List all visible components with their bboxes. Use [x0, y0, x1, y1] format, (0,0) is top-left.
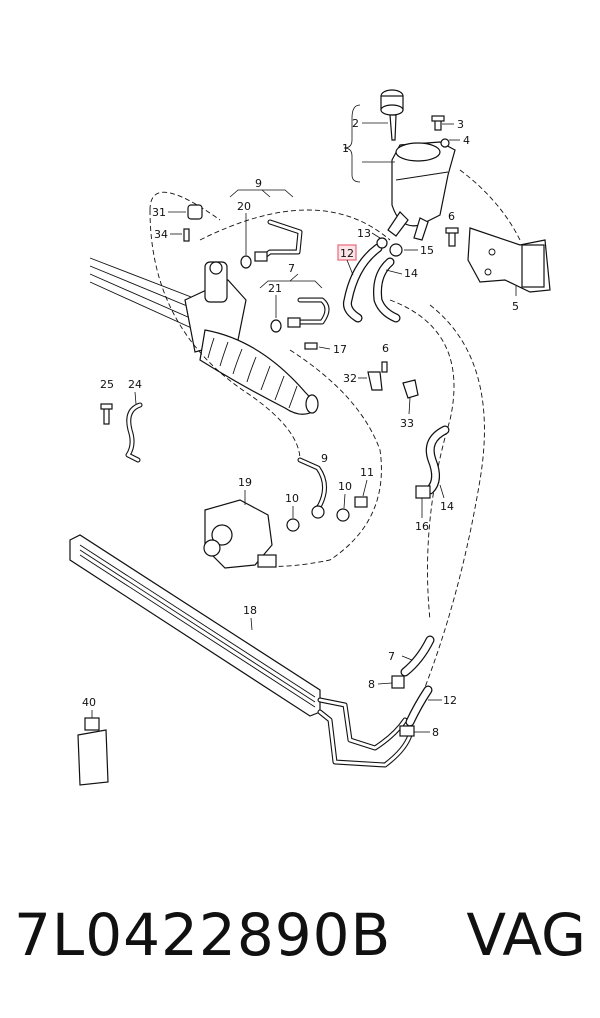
callout-8a: 8 — [368, 678, 375, 691]
callout-18: 18 — [243, 604, 257, 617]
callout-11: 11 — [360, 466, 374, 479]
callout-33: 33 — [400, 417, 414, 430]
callout-20: 20 — [237, 200, 251, 213]
pressure-pipe-9-upper — [240, 219, 303, 269]
callout-9b: 9 — [321, 452, 328, 465]
hose-12-upper — [343, 243, 383, 323]
callout-17: 17 — [333, 343, 347, 356]
hose-12-lower — [399, 685, 433, 737]
callout-8b: 8 — [432, 726, 439, 739]
pressure-pipe-9-lower — [297, 457, 327, 519]
callout-10b: 10 — [338, 480, 352, 493]
callout-5: 5 — [512, 300, 519, 313]
callout-4: 4 — [463, 134, 470, 147]
callout-34: 34 — [154, 228, 168, 241]
fluid-bottle — [77, 717, 109, 786]
cooler-pipes — [317, 697, 413, 768]
callout-32: 32 — [343, 372, 357, 385]
callout-labels: 1 2 3 4 6 5 12 13 15 14 9 20 31 34 7 — [82, 104, 519, 739]
callout-7b: 7 — [388, 650, 395, 663]
fluid-cooler — [69, 534, 321, 717]
callout-40: 40 — [82, 696, 96, 709]
callout-25: 25 — [100, 378, 114, 391]
power-steering-pump — [203, 499, 277, 569]
callout-9a: 9 — [255, 177, 262, 190]
steering-rack — [89, 257, 319, 415]
callout-14b: 14 — [440, 500, 454, 513]
hose-14-upper — [373, 257, 401, 323]
brand-label: VAG — [466, 901, 586, 969]
callout-3: 3 — [457, 118, 464, 131]
callout-2: 2 — [352, 117, 359, 130]
callout-12a: 12 — [340, 247, 354, 260]
callout-16: 16 — [415, 520, 429, 533]
callout-14a: 14 — [404, 267, 418, 280]
callout-21: 21 — [268, 282, 282, 295]
parts-diagram: 1 2 3 4 6 5 12 13 15 14 9 20 31 34 7 — [69, 89, 551, 786]
callout-13: 13 — [357, 227, 371, 240]
fluid-reservoir — [380, 89, 456, 241]
diagram-svg: 1 2 3 4 6 5 12 13 15 14 9 20 31 34 7 — [69, 89, 551, 786]
callout-6a: 6 — [448, 210, 455, 223]
callout-1: 1 — [342, 142, 349, 155]
callout-15: 15 — [420, 244, 434, 257]
routing-lines — [149, 169, 521, 701]
callout-12b: 12 — [443, 694, 457, 707]
callout-6b: 6 — [382, 342, 389, 355]
callout-24: 24 — [128, 378, 142, 391]
mounting-bracket — [431, 115, 551, 293]
footer: 7L0422890B VAG — [0, 885, 600, 995]
part-number: 7L0422890B — [14, 901, 392, 969]
return-pipe-7-upper — [270, 297, 330, 333]
hose-7-lower — [391, 635, 435, 689]
callout-19: 19 — [238, 476, 252, 489]
hose-14-lower — [415, 425, 450, 499]
callout-7a: 7 — [288, 262, 295, 275]
callout-31: 31 — [152, 206, 166, 219]
callout-10a: 10 — [285, 492, 299, 505]
